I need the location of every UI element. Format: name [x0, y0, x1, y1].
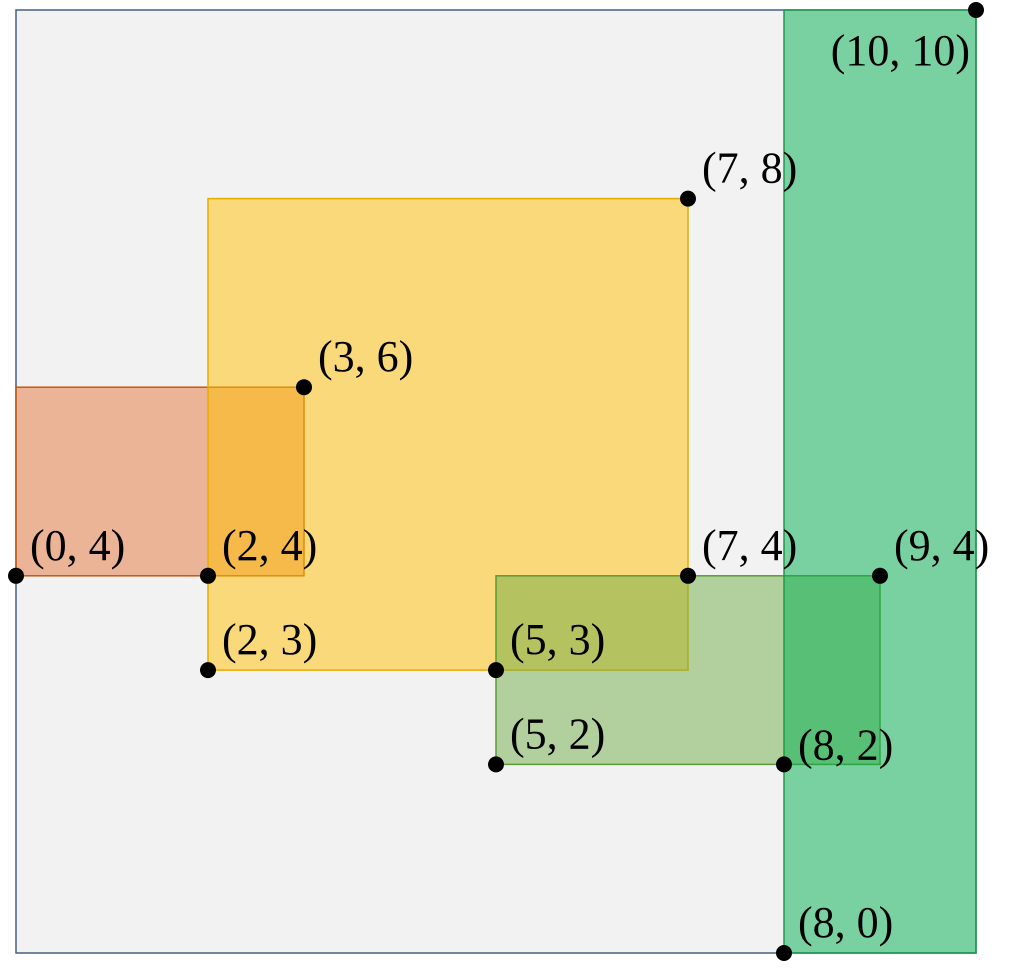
point-marker [776, 945, 792, 961]
point-marker [200, 662, 216, 679]
point-label: (5, 3) [510, 615, 605, 664]
point-marker [968, 2, 984, 18]
point-marker [872, 567, 888, 584]
point-label: (9, 4) [894, 521, 989, 570]
point-marker [680, 190, 696, 207]
rect-green [783, 9, 977, 954]
point-label: (5, 2) [510, 709, 605, 758]
label-layer: (10, 10) (7, 8) (3, 6) (0, 4) (2, 4) (7, 4) (9… [30, 26, 989, 947]
point-marker [488, 662, 504, 679]
point-marker [680, 567, 696, 584]
point-label: (10, 10) [831, 26, 970, 75]
point-marker [200, 567, 216, 584]
point-marker [8, 567, 24, 584]
point-label: (3, 6) [318, 332, 413, 381]
point-label: (2, 4) [222, 521, 317, 570]
point-label: (8, 2) [798, 720, 893, 769]
point-label: (7, 8) [702, 144, 797, 193]
point-marker [488, 756, 504, 773]
point-label: (2, 3) [222, 615, 317, 664]
point-marker [296, 379, 312, 396]
point-marker [776, 756, 792, 773]
point-label: (7, 4) [702, 521, 797, 570]
point-layer [8, 2, 984, 961]
rectangle-layer [15, 9, 977, 954]
point-label: (0, 4) [30, 521, 125, 570]
point-label: (8, 0) [798, 898, 893, 947]
